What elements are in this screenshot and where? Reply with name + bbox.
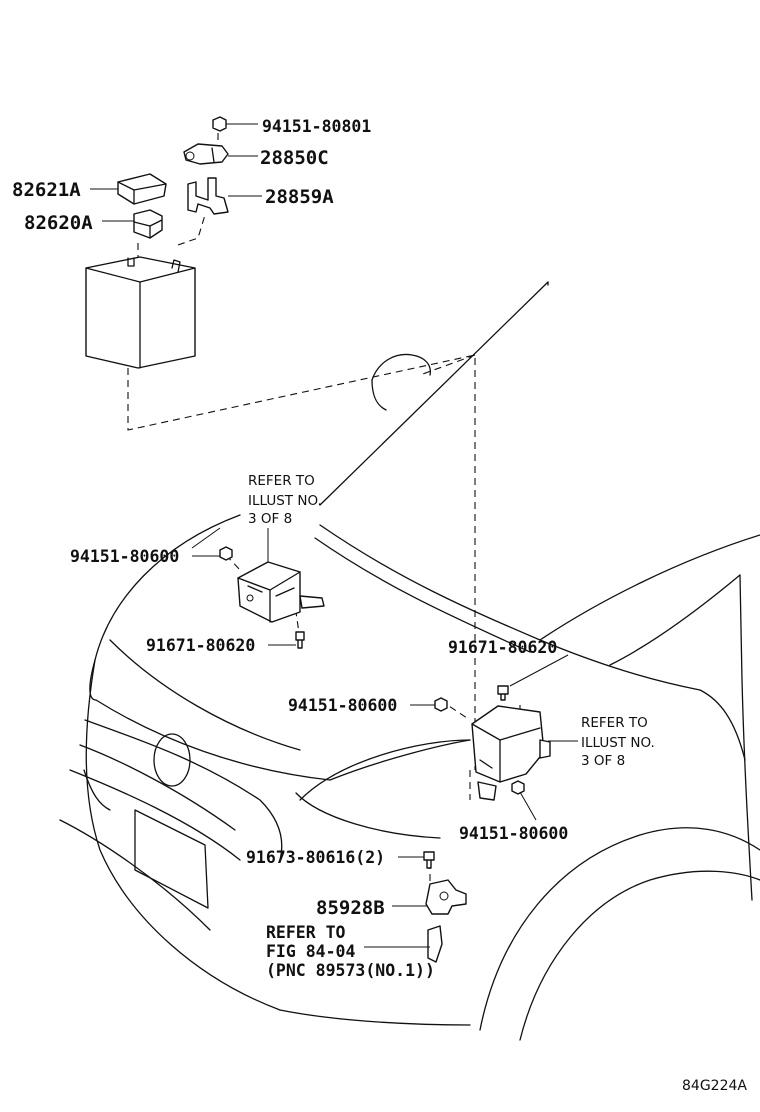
refer-right-line1: REFER TO	[581, 715, 648, 731]
label-nut-right-lower: 94151-80600	[459, 824, 568, 843]
battery-cover-icon	[117, 173, 167, 205]
hood-diagonal-line	[319, 281, 549, 506]
battery-icon	[85, 256, 196, 369]
dashed-leaders	[127, 133, 521, 882]
label-sensor: 85928B	[316, 897, 385, 919]
label-cover: 82621A	[12, 179, 81, 201]
label-bracket-top: 28859A	[265, 186, 334, 208]
diagram-code: 84G224A	[682, 1078, 747, 1094]
label-bolt-left: 91671-80620	[146, 636, 255, 655]
refer-left-line3: 3 OF 8	[248, 511, 292, 527]
refer-right-line3: 3 OF 8	[581, 753, 625, 769]
label-nut-left: 94151-80600	[70, 547, 179, 566]
refer-note-fig: REFER TO FIG 84-04 (PNC 89573(NO.1))	[266, 923, 435, 980]
bracket-top-icon	[187, 177, 229, 215]
bolt-right-icon	[497, 685, 509, 701]
refer-fig-line3: (PNC 89573(NO.1))	[266, 961, 435, 980]
refer-fig-line2: FIG 84-04	[266, 942, 355, 961]
bolt-bottom-icon	[423, 851, 435, 869]
label-clamp: 82620A	[24, 212, 93, 234]
left-relay-box-icon	[237, 561, 325, 623]
clamp-icon	[133, 209, 163, 239]
nut-right-upper-icon	[434, 697, 448, 712]
right-relay-box-icon	[471, 705, 551, 801]
label-leaders	[90, 123, 578, 948]
nut-top-icon	[212, 116, 227, 132]
nut-right-lower-icon	[511, 780, 525, 795]
sensor-icon	[425, 879, 467, 963]
label-bolt-right: 91671-80620	[448, 638, 557, 657]
refer-left-line1: REFER TO	[248, 473, 315, 489]
refer-fig-line1: REFER TO	[266, 923, 346, 942]
car-body-outline	[59, 353, 760, 1041]
label-terminal: 28850C	[260, 147, 329, 169]
label-nut-right-upper: 94151-80600	[288, 696, 397, 715]
refer-right-line2: ILLUST NO.	[581, 735, 655, 751]
refer-note-left: REFER TO ILLUST NO. 3 OF 8	[248, 473, 322, 527]
label-nut-top: 94151-80801	[262, 117, 371, 136]
label-bolt-bottom: 91673-80616(2)	[246, 848, 385, 867]
refer-note-right: REFER TO ILLUST NO. 3 OF 8	[581, 715, 655, 769]
refer-left-line2: ILLUST NO.	[248, 493, 322, 509]
bolt-left-icon	[295, 631, 305, 649]
nut-left-icon	[219, 546, 233, 561]
terminal-icon	[183, 143, 229, 165]
